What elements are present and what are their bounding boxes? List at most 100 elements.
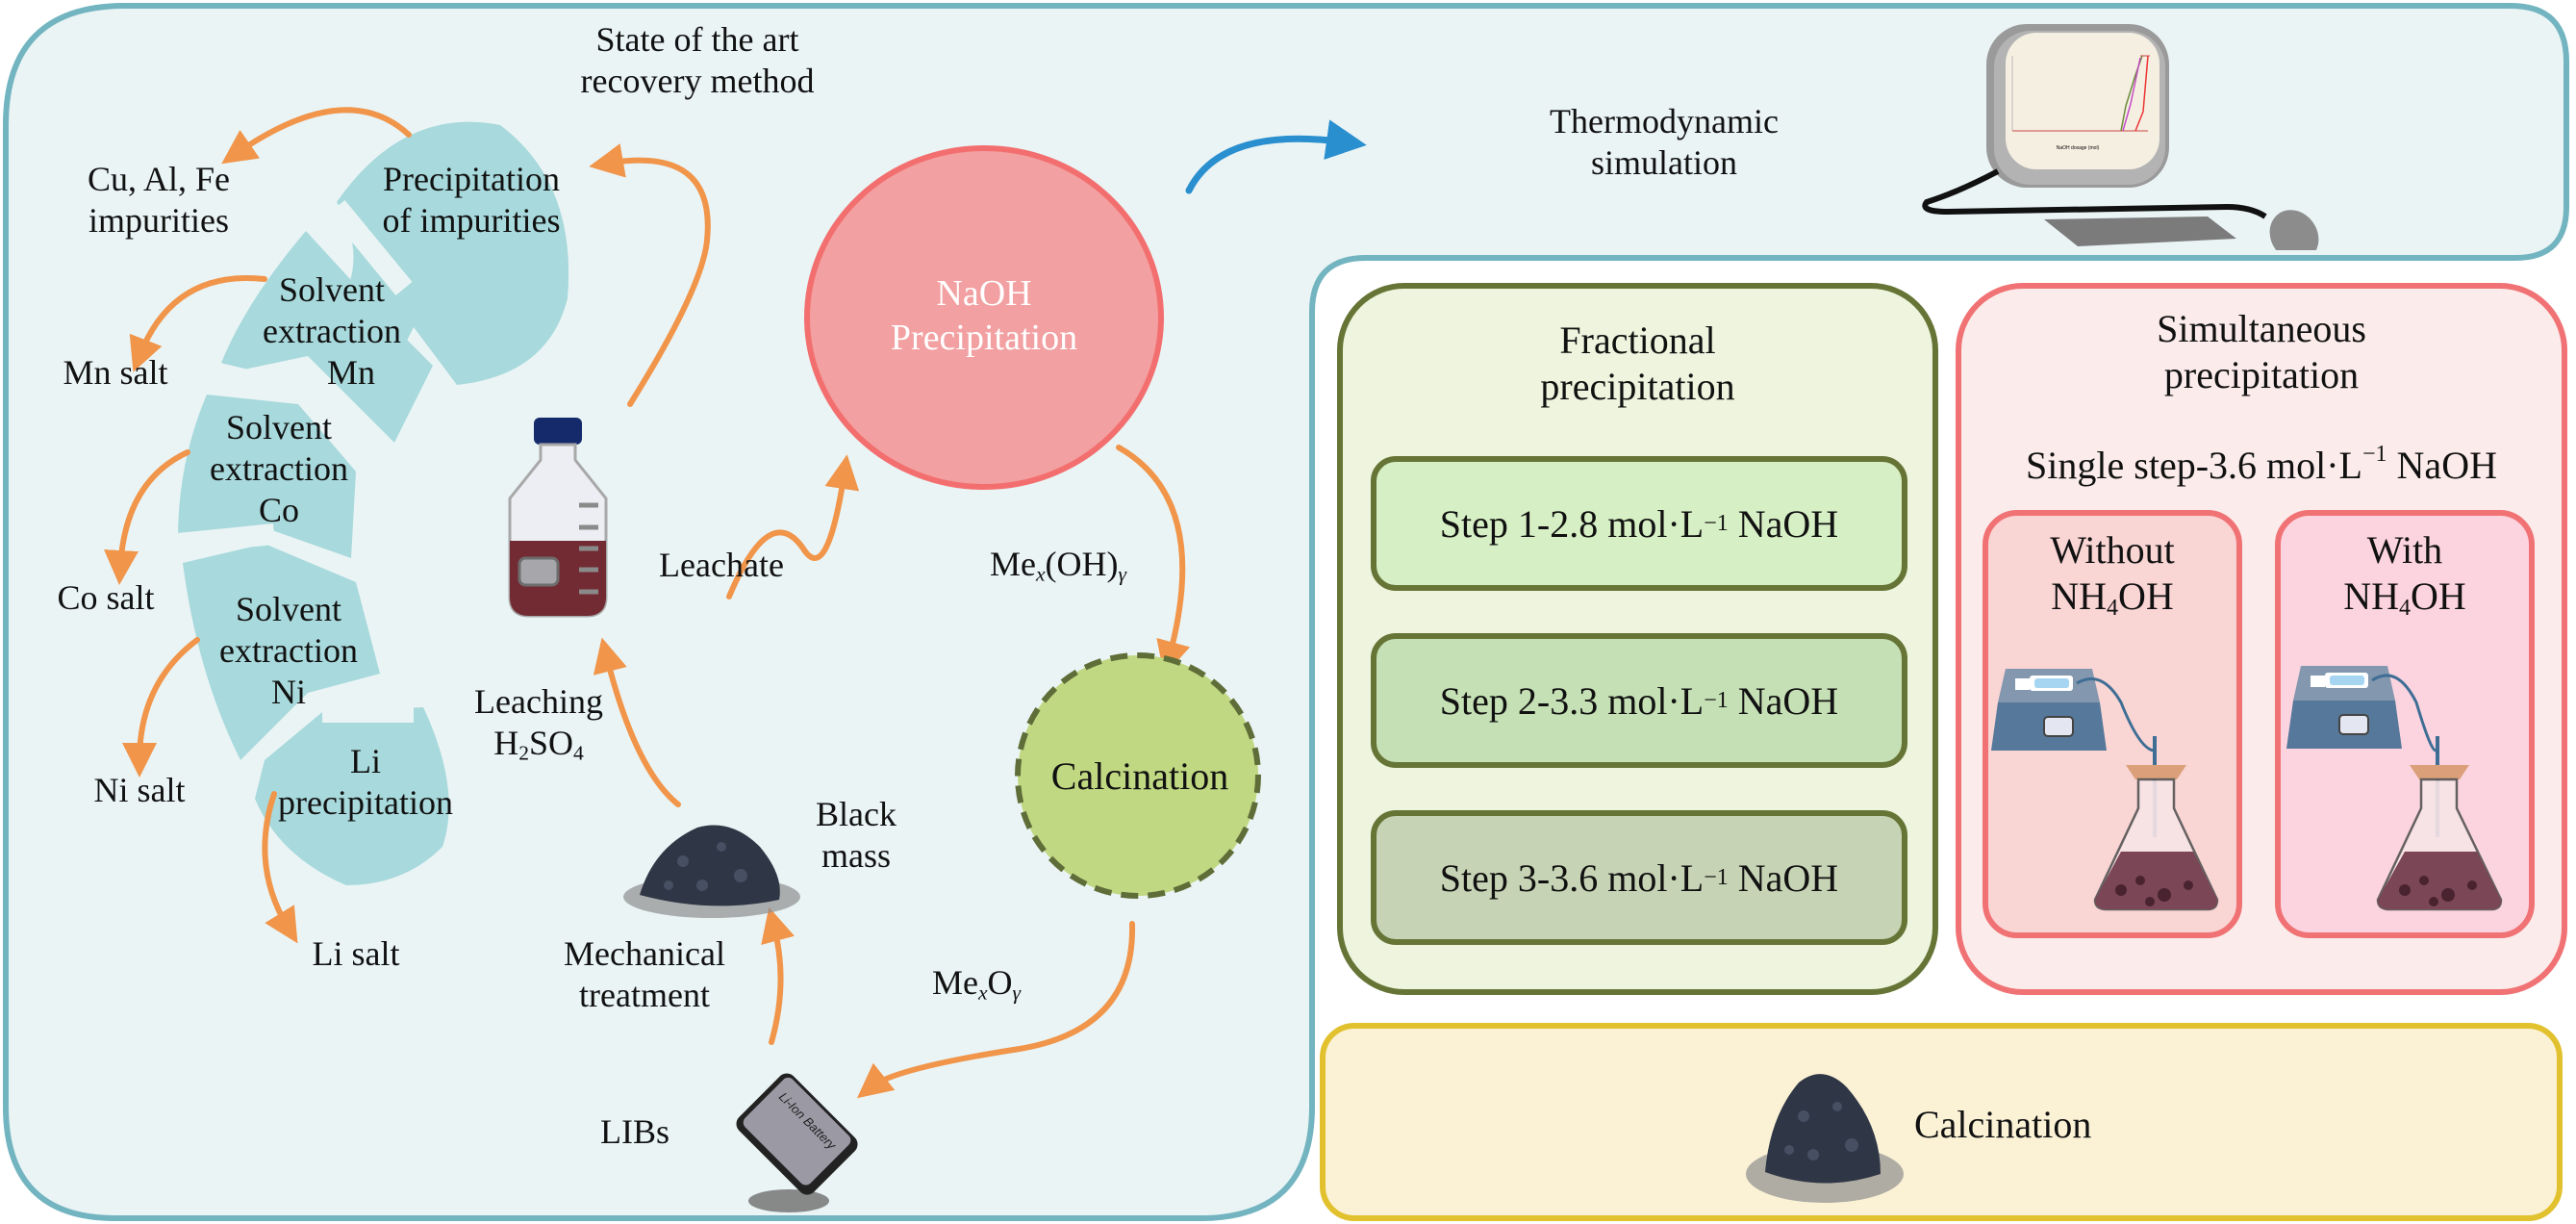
single-step-label: Single step-3.6 mol·L−1 NaOH (1956, 441, 2567, 489)
stage-line: extraction (219, 631, 358, 671)
title-line: recovery method (580, 62, 815, 101)
with-nh4oh-label: With NH4OH (2275, 527, 2535, 623)
nh4oh-formula: NH4OH (1983, 574, 2242, 623)
leaching-label: Leaching H2SO4 (447, 681, 630, 766)
label-line: treatment (579, 976, 710, 1015)
stage-line: Precipitation (383, 160, 560, 198)
thermodynamic-simulation-label: Thermodynamic simulation (1491, 101, 1837, 184)
label-line: Precipitation (890, 317, 1078, 358)
title-line: precipitation (2163, 353, 2360, 396)
arc-segment-ni (183, 544, 380, 760)
stage-line: extraction (263, 312, 401, 351)
stage-li-label: Li precipitation (245, 741, 486, 824)
formula-part: Me (989, 545, 1036, 583)
stage-line: Solvent (235, 590, 341, 628)
formula-sub: 2 (518, 741, 529, 765)
black-mass-icon (623, 825, 800, 918)
computer-icon: NaOH dosage (mol) (1922, 24, 2319, 250)
arc-segment-mn (216, 231, 433, 443)
leachate-label: Leachate (659, 546, 784, 584)
mechanical-treatment-label: Mechanical treatment (519, 933, 770, 1016)
calcination-panel-label: Calcination (1914, 1103, 2092, 1146)
label-text: NaOH (2387, 444, 2497, 487)
step-text: NaOH (1728, 855, 1839, 900)
formula-sub: x (977, 981, 988, 1005)
output-co-salt: Co salt (57, 578, 155, 617)
main-panel-shape (3, 3, 2569, 1221)
leaching-acid-formula: H2SO4 (447, 723, 630, 766)
output-line: impurities (88, 201, 229, 241)
output-line: Cu, Al, Fe (87, 160, 231, 198)
title-line: Fractional (1559, 319, 1716, 362)
arc-gap (176, 523, 276, 554)
oxide-formula: MexOγ (909, 962, 1044, 1006)
formula-part: NH (2343, 574, 2399, 618)
formula-part: OH (2411, 574, 2466, 618)
syringe-pump-flask-icon (2286, 666, 2503, 911)
stage-line: Li (350, 742, 381, 780)
arc-gap (328, 200, 413, 295)
process-nodes (804, 145, 1261, 899)
step-text: Step 3-3.6 mol·L (1439, 855, 1705, 900)
stage-line: precipitation (278, 783, 453, 823)
formula-part: H (493, 724, 519, 763)
syringe-pump-flask-icon (1991, 669, 2219, 911)
step-sup: −1 (1704, 687, 1729, 713)
leachate-bottle-icon (508, 418, 608, 618)
stage-ni-label: Solvent extraction Ni (192, 589, 385, 714)
calcination-circle (1015, 652, 1261, 899)
label-line: Without (2050, 528, 2175, 572)
monitor-chart-xlabel: NaOH dosage (mol) (2057, 145, 2100, 151)
formula-sub: 4 (2399, 596, 2411, 621)
label-line: With (2366, 528, 2443, 572)
arrow-to-li-salt (262, 791, 298, 944)
label-sup: −1 (2362, 442, 2387, 467)
stage-line: Co (258, 491, 299, 530)
output-ni-salt: Ni salt (93, 771, 186, 809)
formula-sub: γ (1012, 981, 1022, 1005)
output-mn-salt: Mn salt (63, 353, 168, 392)
step-text: NaOH (1728, 678, 1839, 723)
label-line: NaOH (936, 273, 1032, 314)
arrow-blackmass-to-leachate (593, 637, 681, 807)
calcination-node-label: Calcination (1050, 754, 1229, 798)
arrow-to-thermodynamic (1185, 119, 1367, 194)
arrow-to-co-salt (104, 449, 190, 585)
step-sup: −1 (1704, 864, 1729, 890)
formula-sub: x (1035, 562, 1046, 586)
nh4oh-formula: NH4OH (2275, 574, 2535, 623)
arc-segment-co (178, 395, 356, 558)
step-text: Step 1-2.8 mol·L (1439, 501, 1705, 546)
fractional-title: Fractional precipitation (1337, 318, 1938, 410)
arrow-libs-to-blackmass (761, 906, 796, 1045)
stage-line: extraction (210, 449, 348, 489)
without-nh4oh-label: Without NH4OH (1983, 527, 2242, 623)
arrow-calcination-to-libs (856, 921, 1136, 1099)
label-line: Black (816, 795, 897, 833)
label-line: simulation (1591, 143, 1737, 183)
label-line: Mechanical (564, 934, 725, 973)
libs-label: LIBs (600, 1112, 669, 1151)
stage-line: Mn (326, 353, 375, 393)
arrow-leachate-to-precipitation (589, 143, 711, 407)
naoh-circle (804, 145, 1164, 490)
black-mass-label: Black mass (789, 794, 923, 877)
arrow-to-impurities (221, 107, 412, 165)
stage-mn-label: Solvent extraction Mn (236, 269, 428, 395)
title-line: State of the art (595, 20, 799, 59)
step-sup: −1 (1704, 510, 1729, 536)
arrow-to-ni-salt (122, 637, 200, 778)
recovery-arc (176, 121, 569, 885)
title-line: Simultaneous (2157, 307, 2366, 350)
step-2-box: Step 2-3.3 mol·L−1 NaOH (1371, 633, 1907, 768)
calcination-panel (1320, 1023, 2563, 1221)
arc-segment-li (255, 707, 449, 885)
naoh-precipitation-label: NaOH Precipitation (840, 272, 1128, 360)
stage-line: Ni (271, 673, 306, 712)
formula-part: O (987, 963, 1013, 1002)
formula-sub: 4 (573, 741, 584, 765)
label-text: Single step-3.6 mol·L (2026, 444, 2362, 487)
arc-segment-precipitation (337, 121, 569, 385)
label-line: Thermodynamic (1550, 102, 1779, 140)
